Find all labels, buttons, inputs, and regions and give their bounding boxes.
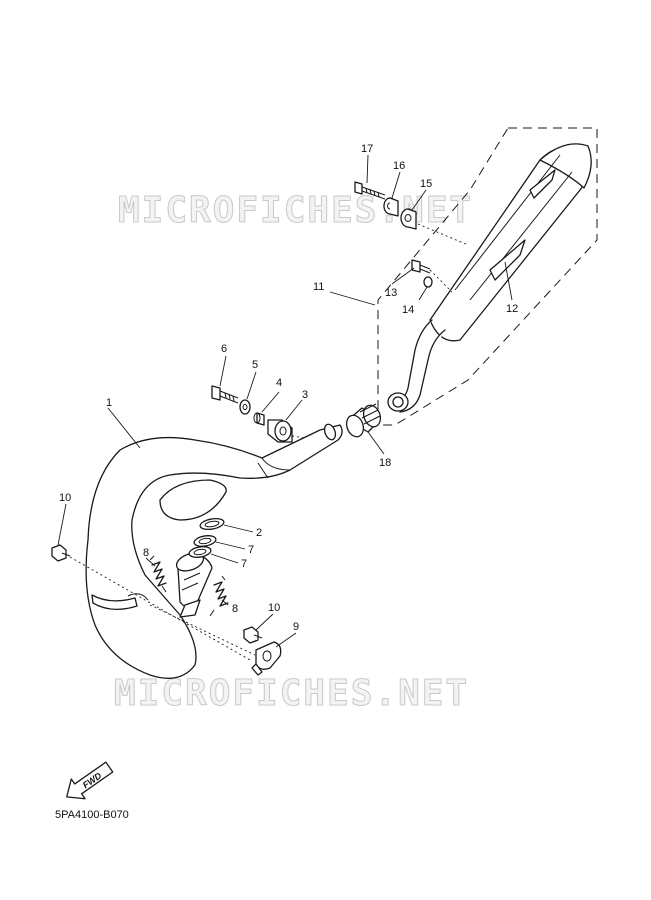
diagram-code: 5PA4100-B070 (55, 809, 129, 821)
callout-10-right: 10 (268, 602, 280, 614)
collar-16[interactable] (383, 197, 399, 217)
callout-8-left: 8 (143, 547, 149, 559)
callout-1: 1 (106, 397, 112, 409)
callout-17: 17 (361, 143, 373, 155)
callout-13: 13 (385, 287, 397, 299)
gasket-7-lower[interactable] (188, 545, 212, 559)
callout-3: 3 (302, 389, 308, 401)
spring-8-left[interactable] (149, 555, 167, 593)
damper-3[interactable] (267, 419, 293, 443)
callout-5: 5 (252, 359, 258, 371)
gasket-2[interactable] (199, 517, 225, 531)
callout-14: 14 (402, 304, 414, 316)
joint-18[interactable] (344, 403, 384, 439)
bracket-9[interactable] (251, 641, 282, 676)
bolt-10-right[interactable] (243, 626, 263, 644)
callout-9: 9 (293, 621, 299, 633)
silencer-assembly-boundary (377, 127, 598, 426)
washer-14[interactable] (423, 276, 433, 288)
callout-8-right: 8 (232, 603, 238, 615)
bolt-6[interactable] (211, 385, 239, 404)
bolt-13[interactable] (411, 259, 431, 274)
bolt-10-left[interactable] (51, 544, 71, 562)
watermark-top: MICROFICHES.NET (118, 190, 473, 231)
callout-4: 4 (276, 377, 282, 389)
callout-2: 2 (256, 527, 262, 539)
callout-18: 18 (379, 457, 391, 469)
exhaust-pipe[interactable] (85, 423, 343, 679)
collar-4[interactable] (253, 412, 265, 426)
silencer[interactable] (387, 143, 592, 413)
callout-7-upper: 7 (248, 544, 254, 556)
gasket-7-upper[interactable] (193, 534, 217, 548)
washer-5[interactable] (239, 399, 251, 415)
callout-7-lower: 7 (241, 558, 247, 570)
callout-12: 12 (506, 303, 518, 315)
bolt-17[interactable] (354, 181, 386, 200)
watermark-bottom: MICROFICHES.NET (114, 673, 469, 714)
damper-15[interactable] (400, 208, 417, 230)
spring-8-right[interactable] (209, 575, 229, 617)
callout-15: 15 (420, 178, 432, 190)
callout-11: 11 (313, 281, 324, 293)
callout-10-left: 10 (59, 492, 71, 504)
fwd-arrow-icon: FWD (66, 761, 114, 800)
callout-6: 6 (221, 343, 227, 355)
callout-16: 16 (393, 160, 405, 172)
